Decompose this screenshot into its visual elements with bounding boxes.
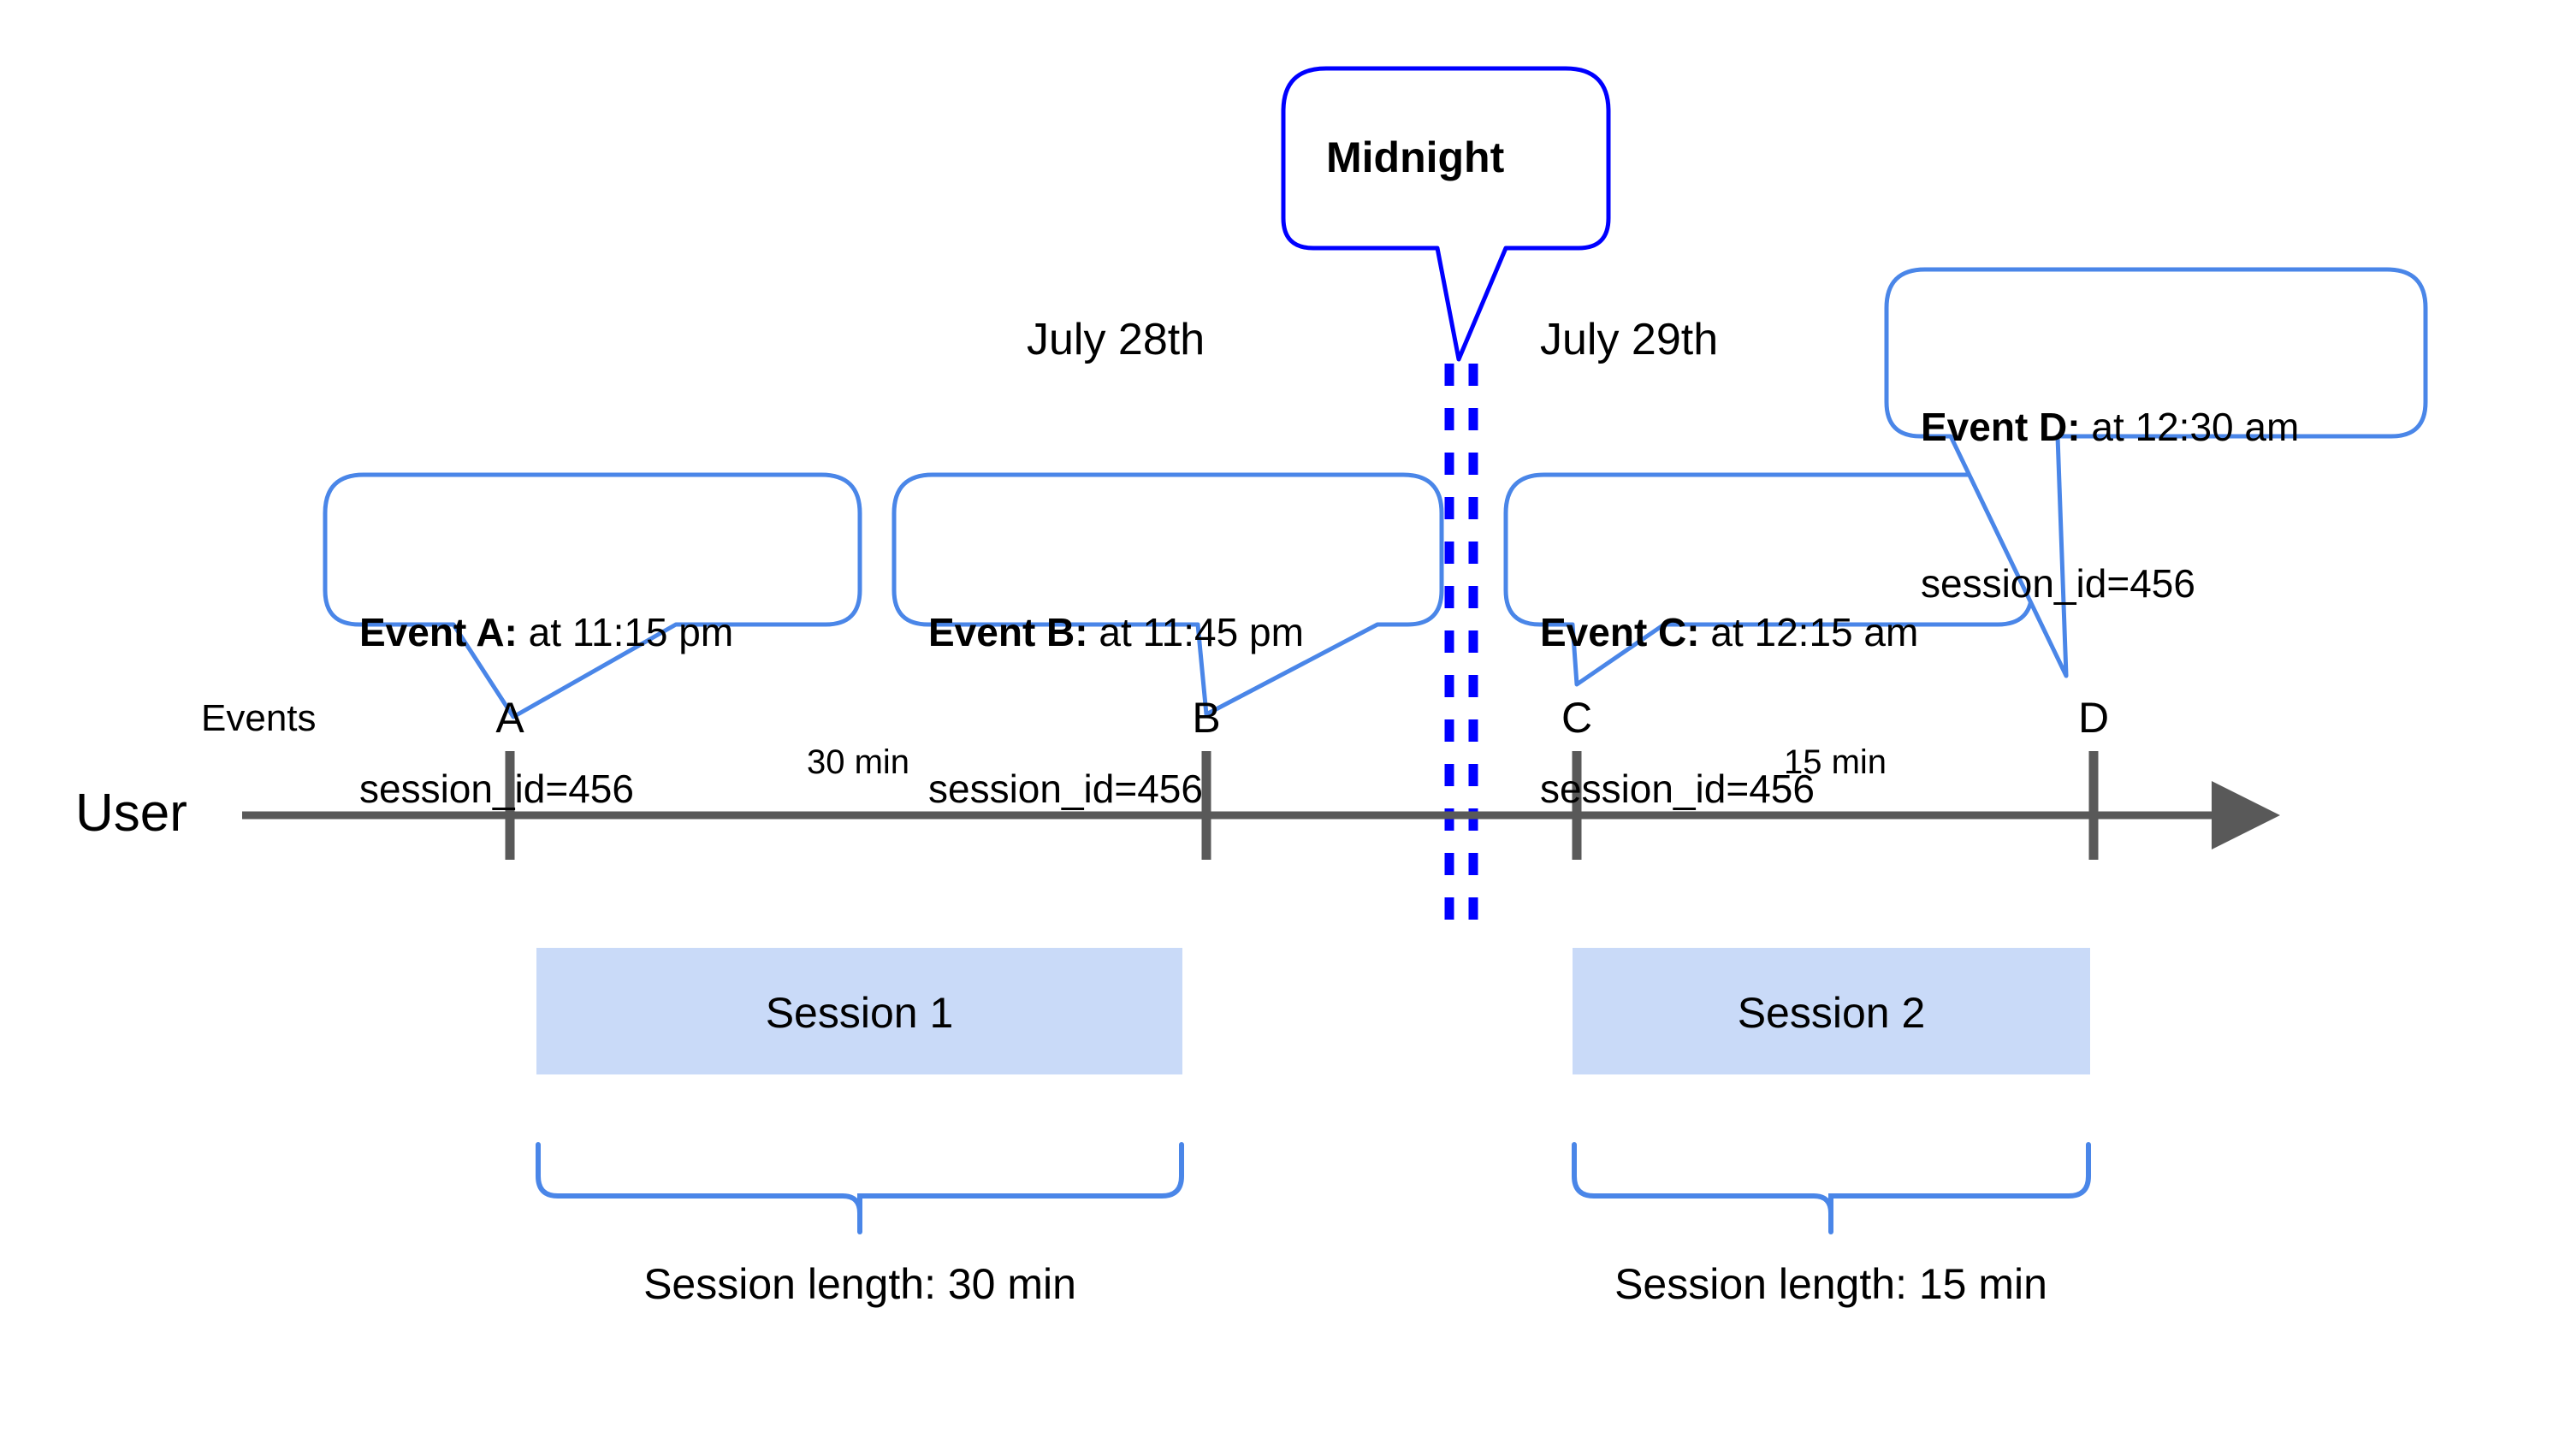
tick-label-c: C <box>1561 694 1593 742</box>
events-row-label: Events <box>201 697 317 739</box>
event-callout-d-shape <box>1884 267 2428 678</box>
event-callout-a-time: at 11:15 pm <box>517 610 734 655</box>
event-callout-a-title: Event A: <box>359 610 518 655</box>
event-ticks <box>505 751 2099 860</box>
event-callout-c-line2: session_id=456 <box>1540 766 1815 811</box>
session-bar-label-2: Session 2 <box>1737 989 1926 1037</box>
event-callout-c-time: at 12:15 am <box>1699 610 1919 655</box>
tick-label-d: D <box>2077 694 2110 742</box>
session-bar-2 <box>1573 948 2090 1074</box>
event-callout-b-time: at 11:45 pm <box>1087 610 1304 655</box>
midnight-label: Midnight <box>1326 133 1505 181</box>
axis-arrowhead <box>2212 781 2280 849</box>
event-callout-c: Event C: at 12:15 am session_id=456 <box>1540 503 1918 919</box>
event-callout-a-line2: session_id=456 <box>359 766 634 811</box>
event-callout-c-title: Event C: <box>1540 610 1700 655</box>
event-callout-c-line1: Event C: at 12:15 am <box>1540 607 1918 659</box>
session-braces <box>536 1142 2091 1214</box>
tick-label-b: B <box>1192 694 1221 742</box>
date-label-july-28: July 28th <box>1027 315 1205 364</box>
session-length-label-1: Session length: 30 min <box>643 1260 1076 1308</box>
event-callout-b-title: Event B: <box>928 610 1088 655</box>
session-length-label-2: Session length: 15 min <box>1614 1260 2047 1308</box>
midnight-callout-shape <box>1281 66 1611 362</box>
event-callout-d-line2: session_id=456 <box>1921 560 2195 606</box>
event-callout-b-line1: Event B: at 11:45 pm <box>928 607 1304 659</box>
brace-notches <box>857 1193 1833 1234</box>
event-callout-d-title: Event D: <box>1921 405 2081 450</box>
session-bar-label-1: Session 1 <box>765 989 954 1037</box>
event-callout-d-time: at 12:30 am <box>2080 405 2300 450</box>
event-callout-a-shape <box>323 472 862 719</box>
session-bars <box>536 948 2090 1074</box>
session-bar-1 <box>536 948 1182 1074</box>
interval-label-30-min: 30 min <box>806 743 910 781</box>
event-callout-d: Event D: at 12:30 am session_id=456 <box>1921 298 2299 713</box>
event-callout-a-line1: Event A: at 11:15 pm <box>359 607 733 659</box>
event-callout-b: Event B: at 11:45 pm session_id=456 <box>928 503 1304 919</box>
date-label-july-29: July 29th <box>1540 315 1719 364</box>
event-callout-b-line2: session_id=456 <box>928 766 1203 811</box>
timeline-axis <box>242 781 2280 849</box>
event-callout-b-shape <box>891 472 1444 717</box>
event-callout-d-line1: Event D: at 12:30 am <box>1921 401 2299 453</box>
tick-label-a: A <box>495 694 524 742</box>
interval-label-15-min: 15 min <box>1783 743 1887 781</box>
event-callout-a: Event A: at 11:15 pm session_id=456 <box>359 503 733 919</box>
midnight-dashed-lines <box>1444 364 1478 932</box>
user-row-label: User <box>75 784 187 843</box>
